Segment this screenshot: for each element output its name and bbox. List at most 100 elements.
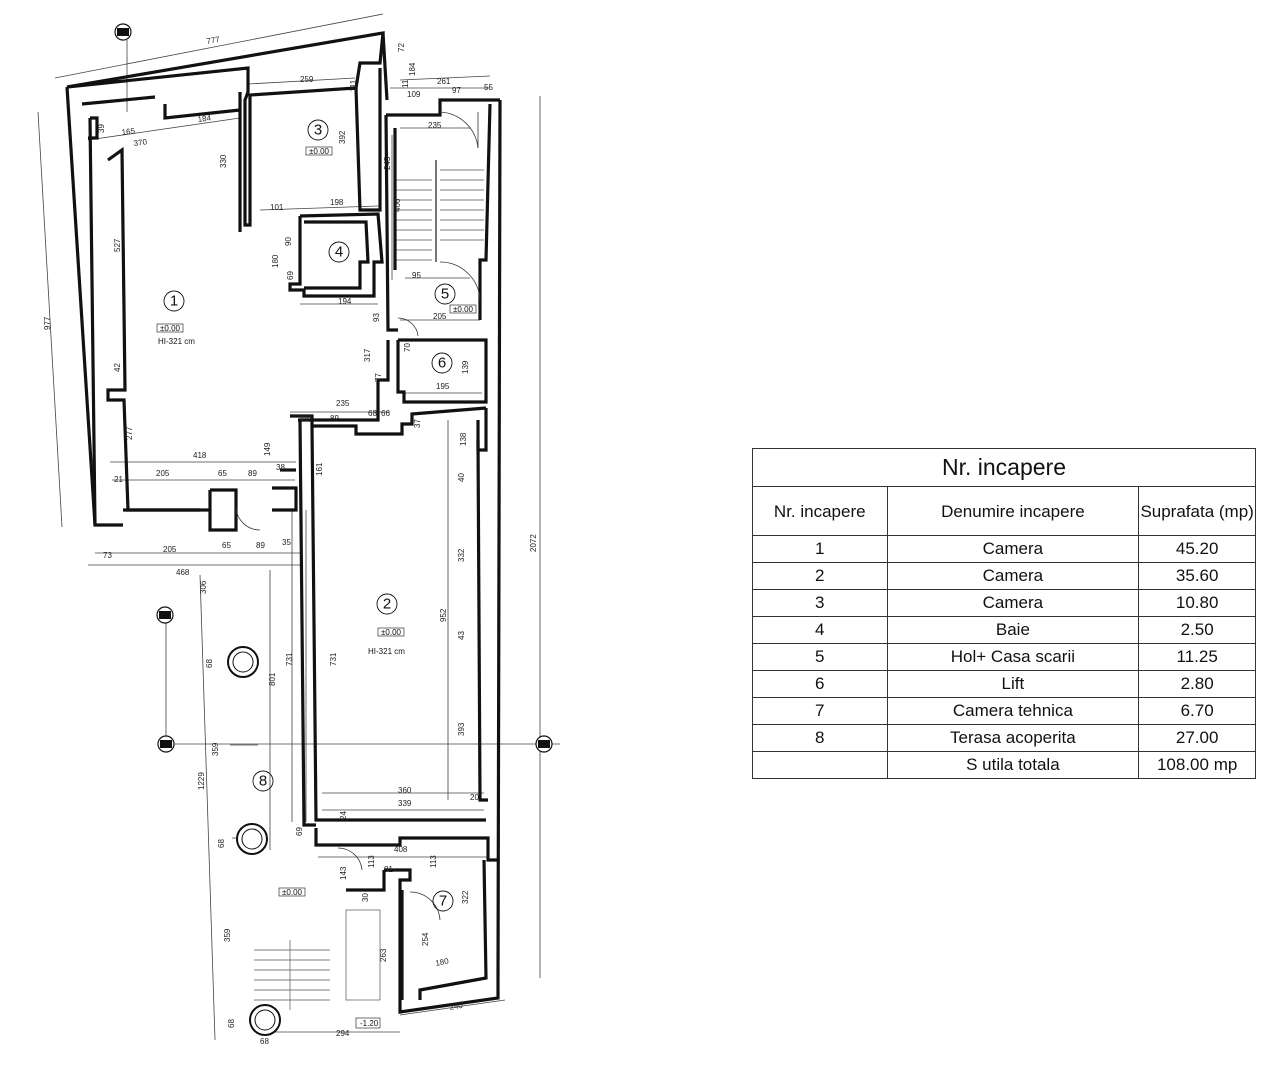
svg-text:65: 65 <box>222 541 231 550</box>
svg-text:777: 777 <box>206 35 221 46</box>
svg-text:1: 1 <box>170 293 178 310</box>
svg-text:731: 731 <box>329 652 338 666</box>
cell-area: 35.60 <box>1138 562 1256 590</box>
svg-text:138: 138 <box>459 432 468 446</box>
svg-text:90: 90 <box>284 237 293 246</box>
section-marker-right <box>535 735 553 753</box>
svg-text:20: 20 <box>470 793 479 802</box>
room-3-label: 3 ±0.00 <box>305 119 333 156</box>
svg-text:370: 370 <box>133 137 148 148</box>
svg-text:418: 418 <box>193 451 207 460</box>
svg-text:235: 235 <box>428 121 442 130</box>
svg-text:97: 97 <box>452 86 461 95</box>
svg-text:8: 8 <box>259 773 267 790</box>
table-row: 7 Camera tehnica 6.70 <box>752 697 1256 725</box>
svg-text:180: 180 <box>271 254 280 268</box>
svg-text:101: 101 <box>270 203 284 212</box>
svg-text:49: 49 <box>300 414 309 423</box>
svg-text:4: 4 <box>335 244 343 261</box>
svg-text:194: 194 <box>338 297 352 306</box>
svg-text:952: 952 <box>439 608 448 622</box>
svg-text:89: 89 <box>330 414 339 423</box>
svg-text:24: 24 <box>339 811 348 820</box>
svg-text:30: 30 <box>361 893 370 902</box>
svg-text:72: 72 <box>397 43 406 52</box>
svg-text:235: 235 <box>336 399 350 408</box>
svg-text:111: 111 <box>349 79 358 92</box>
cell-area: 2.80 <box>1138 670 1256 698</box>
terrace-columns <box>227 646 281 1036</box>
table-row: 3 Camera 10.80 <box>752 589 1256 617</box>
room-8-label: 8 ±0.00 <box>252 770 306 897</box>
cell-name: Terasa acoperita <box>886 724 1140 752</box>
svg-text:95: 95 <box>412 271 421 280</box>
table-row: 1 Camera 45.20 <box>752 535 1256 563</box>
svg-text:68: 68 <box>260 1037 269 1046</box>
cell-name: Lift <box>886 670 1140 698</box>
svg-text:245: 245 <box>383 156 392 170</box>
svg-text:38: 38 <box>276 463 285 472</box>
svg-text:360: 360 <box>398 786 412 795</box>
svg-text:66: 66 <box>381 409 390 418</box>
svg-text:254: 254 <box>421 932 430 946</box>
svg-text:21: 21 <box>114 475 123 484</box>
table-title: Nr. incapere <box>752 448 1256 487</box>
cell-area: 11.25 <box>1138 643 1256 671</box>
svg-text:65: 65 <box>218 469 227 478</box>
svg-text:468: 468 <box>176 568 190 577</box>
svg-text:205: 205 <box>433 312 447 321</box>
svg-text:37: 37 <box>413 419 422 428</box>
svg-text:240: 240 <box>449 1001 464 1012</box>
svg-text:HI-321 cm: HI-321 cm <box>368 647 405 656</box>
stair-level-label: -1.20 <box>355 1017 381 1029</box>
svg-text:198: 198 <box>330 198 344 207</box>
cell-area: 27.00 <box>1138 724 1256 752</box>
room-labels: 1 ±0.00 HI-321 cm 2 ±0.00 HI-321 cm 3 ±0… <box>156 119 477 1029</box>
svg-text:68: 68 <box>227 1019 236 1028</box>
svg-text:332: 332 <box>457 548 466 562</box>
cell-nr: 5 <box>752 643 888 671</box>
cell-name: Camera <box>886 535 1140 563</box>
cell-nr: 2 <box>752 562 888 590</box>
cell-name: Camera <box>886 589 1140 617</box>
svg-text:143: 143 <box>339 866 348 880</box>
table-row: 4 Baie 2.50 <box>752 616 1256 644</box>
room-4-label: 4 <box>328 241 350 263</box>
section-markers <box>114 23 553 753</box>
table-title-row: Nr. incapere <box>752 448 1256 487</box>
table-row: 8 Terasa acoperita 27.00 <box>752 724 1256 752</box>
door-swings <box>235 111 481 921</box>
svg-text:3: 3 <box>314 122 322 139</box>
svg-text:359: 359 <box>211 742 220 756</box>
section-marker-left-top <box>156 606 174 624</box>
walls <box>65 31 502 1014</box>
svg-text:68: 68 <box>217 839 226 848</box>
svg-text:139: 139 <box>461 360 470 374</box>
cell-nr: 4 <box>752 616 888 644</box>
svg-text:68: 68 <box>368 409 377 418</box>
cell-nr: 6 <box>752 670 888 698</box>
svg-text:35: 35 <box>282 538 291 547</box>
cell-area: 45.20 <box>1138 535 1256 563</box>
svg-text:195: 195 <box>436 382 450 391</box>
cell-area: 6.70 <box>1138 697 1256 725</box>
svg-text:2072: 2072 <box>529 534 538 552</box>
svg-text:205: 205 <box>156 469 170 478</box>
section-marker-left <box>157 735 175 753</box>
table-row: 2 Camera 35.60 <box>752 562 1256 590</box>
cell-name: Camera <box>886 562 1140 590</box>
dimension-labels: 777 977 2072 1229 165 370 184 39 259 111… <box>43 35 538 1046</box>
svg-text:359: 359 <box>223 928 232 942</box>
svg-text:392: 392 <box>338 130 347 144</box>
svg-text:7: 7 <box>439 893 447 910</box>
svg-text:109: 109 <box>407 90 421 99</box>
room-6-label: 6 <box>431 352 453 374</box>
total-area: 108.00 mp <box>1138 751 1256 779</box>
room-7-label: 7 <box>432 890 454 912</box>
floor-plan: 1 ±0.00 HI-321 cm 2 ±0.00 HI-321 cm 3 ±0… <box>37 13 560 1046</box>
svg-text:±0.00: ±0.00 <box>381 628 402 637</box>
svg-text:261: 261 <box>437 77 451 86</box>
svg-text:161: 161 <box>315 462 324 476</box>
svg-text:55: 55 <box>484 83 493 92</box>
svg-text:527: 527 <box>113 238 122 252</box>
